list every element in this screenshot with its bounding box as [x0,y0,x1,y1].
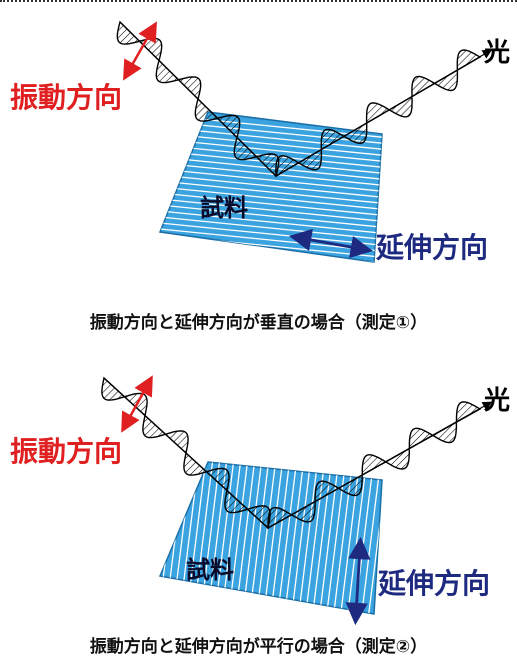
panel2-stripe-line [297,462,319,614]
panel2-light-label: 光 [484,386,511,416]
panel2-light-axis-out [267,401,493,529]
panel1-light-axis-out [275,49,493,177]
panel2-stripe-line [160,462,172,614]
panel1-sample-label: 試料 [200,194,248,222]
panel1-stripe-line [160,167,382,193]
panel2-stripe-line [290,462,312,614]
panel1-vibration-arrow [123,21,157,81]
top-dotted-border [0,0,517,2]
panel1-stretch-arrow [288,228,374,259]
panel2-stretch-label: 延伸方向 [378,567,491,600]
panel2-stripe-line [269,462,291,614]
panel1-stripe-line [160,179,382,205]
panel2-stripe-line [255,462,277,614]
panel2-sample-label: 試料 [186,556,234,584]
panel2-stripe-line [367,462,382,614]
panel1-stripe-line [160,161,382,187]
panel2-stripe-line [262,462,284,614]
panel2-light-axis-in [103,377,269,529]
panel1-stripe-line [160,173,382,199]
panel1-stripe-line [160,203,382,229]
panel2-reflected-wave [267,401,482,530]
panel1-vibration-label: 振動方向 [10,81,123,114]
panel1-light-label: 光 [484,38,511,68]
panel1-stripe-line [160,191,382,217]
panel1-reflected-wave [275,49,482,178]
panel1-group [116,20,493,263]
panel2-stripe-line [276,462,298,614]
panel1-stripe-line [160,197,382,223]
panel1-caption: 振動方向と延伸方向が垂直の場合（測定①） [89,313,428,333]
panel2-caption: 振動方向と延伸方向が平行の場合（測定②） [89,637,428,657]
panel2-stretch-arrow [345,536,371,626]
panel1-stripe-line [160,185,382,211]
panel2-stripe-line [283,462,305,614]
panel1-stretch-label: 延伸方向 [376,231,489,264]
panel2-vibration-arrow [121,375,153,433]
panel2-stripe-line [160,462,165,614]
panel2-vibration-label: 振動方向 [10,435,123,468]
panel2-stripe-line [318,462,340,614]
panel2-stripe-line [325,462,347,614]
